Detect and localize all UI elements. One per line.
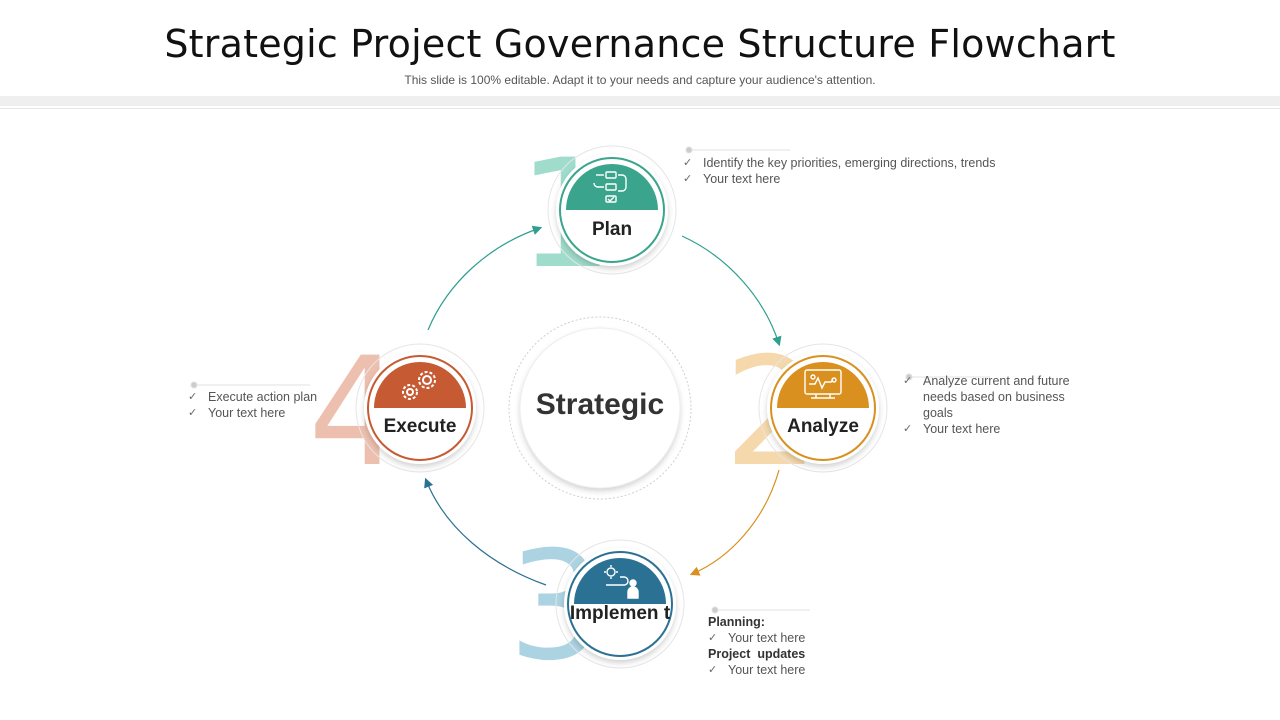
arrow-analyze-to-implement <box>689 469 780 576</box>
list-item: ✓Analyze current and future needs based … <box>903 374 1070 420</box>
page-title: Strategic Project Governance Structure F… <box>164 22 1116 66</box>
arrow-execute-to-plan <box>427 225 543 331</box>
person-gear-path-icon <box>604 565 639 599</box>
list-item: ✓Execute action plan <box>188 390 318 404</box>
step-node-execute <box>355 343 485 473</box>
list-item: ✓Your text here <box>683 172 781 186</box>
step-label-analyze: Analyze <box>787 416 859 437</box>
notes-execute: ✓Execute action plan ✓Your text here <box>188 389 348 421</box>
step-node-implement <box>555 539 685 669</box>
step-label-implement: Implemen t <box>569 603 671 624</box>
check-icon: ✓ <box>188 391 198 403</box>
check-icon: ✓ <box>188 407 198 419</box>
page-subtitle: This slide is 100% editable. Adapt it to… <box>404 73 876 87</box>
list-item: ✓Identify the key priorities, emerging d… <box>683 156 996 170</box>
checklist-flow-icon <box>593 171 627 203</box>
step-node-analyze <box>758 343 888 473</box>
arrow-implement-to-execute <box>424 477 547 586</box>
arrow-plan-to-analyze <box>681 235 782 347</box>
list-item: ✓Your text here <box>708 663 806 677</box>
list-item: ✓Your text here <box>188 406 286 420</box>
gears-icon <box>402 371 436 400</box>
notes-implement: Planning: ✓Your text here Project update… <box>708 614 908 678</box>
monitor-chart-icon <box>804 369 842 399</box>
header-divider-line <box>0 108 1280 109</box>
step-label-plan: Plan <box>591 219 633 240</box>
check-icon: ✓ <box>683 173 693 185</box>
check-icon: ✓ <box>708 632 718 644</box>
notes-analyze: ✓Analyze current and future needs based … <box>903 373 1083 437</box>
note-connectors <box>190 146 990 614</box>
notes-plan: ✓Identify the key priorities, emerging d… <box>683 155 1043 187</box>
center-label: Strategic <box>535 388 665 421</box>
check-icon: ✓ <box>683 157 693 169</box>
list-item: ✓Your text here <box>903 422 1001 436</box>
notes-heading: Planning: <box>708 615 765 629</box>
check-icon: ✓ <box>903 423 913 435</box>
list-item: ✓Your text here <box>708 631 806 645</box>
center-circle <box>508 316 692 500</box>
check-icon: ✓ <box>903 375 913 387</box>
header-divider <box>0 96 1280 106</box>
step-node-plan <box>547 145 677 275</box>
check-icon: ✓ <box>708 664 718 676</box>
step-label-execute: Execute <box>383 416 457 437</box>
notes-heading: Project updates <box>708 647 806 661</box>
